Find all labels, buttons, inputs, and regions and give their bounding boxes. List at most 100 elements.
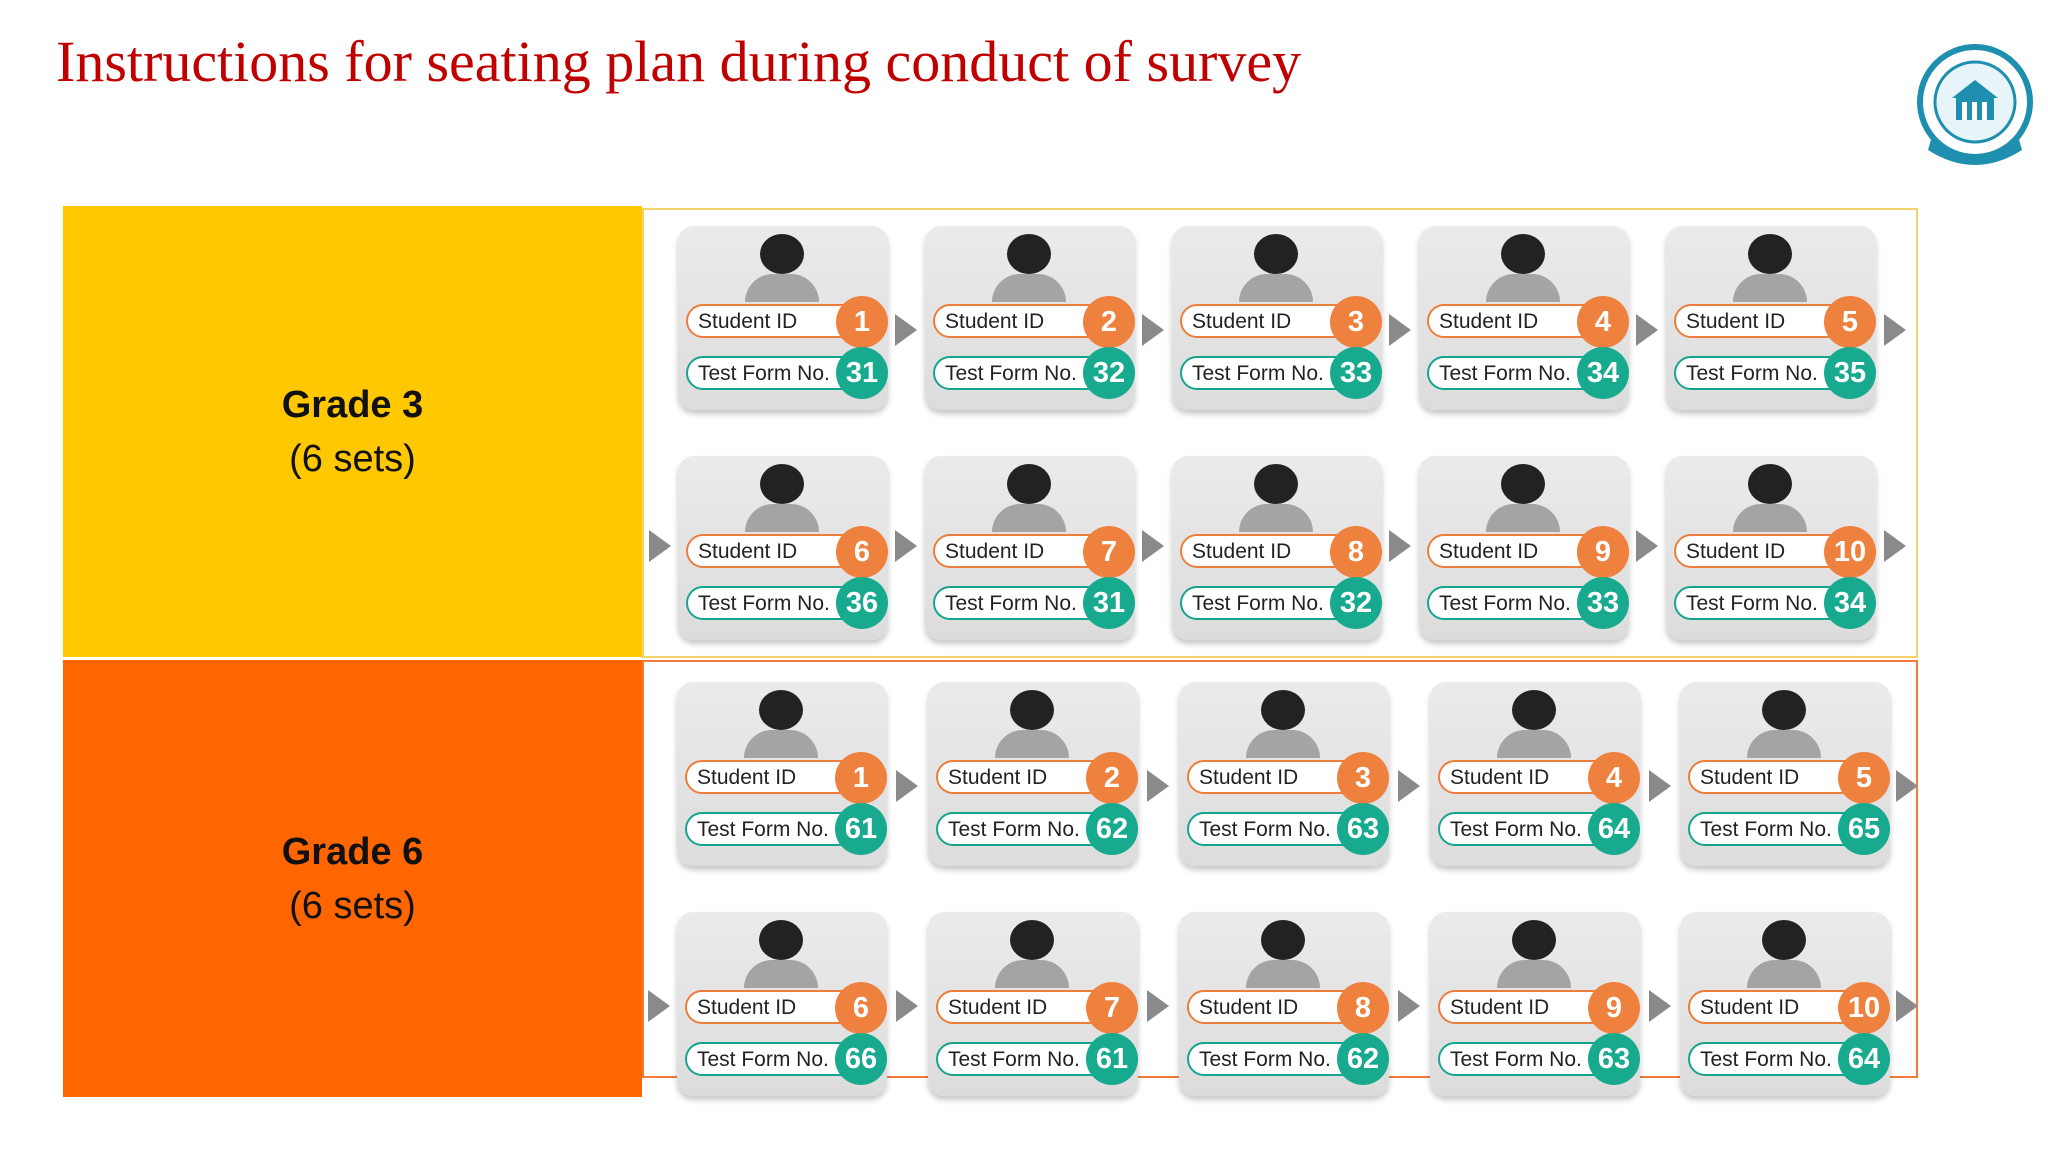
grade-6-label: Grade 6 [281,830,424,873]
test-form-label: Test Form No. [698,362,830,385]
test-form-label: Test Form No. [1439,362,1571,385]
next-arrow-icon [1147,990,1169,1022]
test-form-badge: 63 [1588,1033,1640,1085]
test-form-pill: Test Form No. [685,1042,865,1076]
student-id-badge: 6 [835,982,887,1034]
student-avatar-icon [1246,920,1320,988]
test-form-label: Test Form No. [1192,592,1324,615]
next-arrow-icon [1884,530,1906,562]
student-id-badge: 2 [1086,752,1138,804]
test-form-label: Test Form No. [1199,1048,1331,1071]
student-id-label: Student ID [945,540,1045,563]
student-id-badge: 7 [1083,526,1135,578]
student-id-label: Student ID [1450,996,1550,1019]
test-form-badge: 33 [1330,347,1382,399]
next-arrow-icon [1896,770,1918,802]
next-arrow-icon [1142,314,1164,346]
test-form-label: Test Form No. [945,592,1077,615]
test-form-label: Test Form No. [948,1048,1080,1071]
grade-3-panel: Grade 3 (6 sets) [63,206,642,657]
student-id-label: Student ID [948,766,1048,789]
test-form-label: Test Form No. [1192,362,1324,385]
next-arrow-icon [649,530,671,562]
student-id-label: Student ID [1686,540,1786,563]
test-form-label: Test Form No. [1199,818,1331,841]
student-id-label: Student ID [1450,766,1550,789]
test-form-pill: Test Form No. [1688,1042,1868,1076]
test-form-label: Test Form No. [1686,362,1818,385]
student-id-badge: 4 [1577,296,1629,348]
student-id-badge: 9 [1577,526,1629,578]
next-arrow-icon [1649,990,1671,1022]
next-arrow-icon [1389,314,1411,346]
student-id-badge: 6 [836,526,888,578]
test-form-pill: Test Form No. [1438,1042,1618,1076]
student-id-badge: 3 [1337,752,1389,804]
test-form-label: Test Form No. [697,1048,829,1071]
student-id-badge: 5 [1838,752,1890,804]
student-avatar-icon [995,920,1069,988]
page-title: Instructions for seating plan during con… [56,29,1302,94]
student-avatar-icon [745,464,819,532]
student-id-badge: 3 [1330,296,1382,348]
student-id-label: Student ID [1192,310,1292,333]
student-id-label: Student ID [945,310,1045,333]
student-id-label: Student ID [1700,996,1800,1019]
test-form-label: Test Form No. [945,362,1077,385]
next-arrow-icon [1389,530,1411,562]
student-avatar-icon [1733,234,1807,302]
next-arrow-icon [1884,314,1906,346]
test-form-label: Test Form No. [948,818,1080,841]
test-form-badge: 64 [1588,803,1640,855]
student-avatar-icon [1239,234,1313,302]
student-avatar-icon [1497,690,1571,758]
student-avatar-icon [744,920,818,988]
student-id-badge: 8 [1337,982,1389,1034]
test-form-label: Test Form No. [1686,592,1818,615]
test-form-label: Test Form No. [1439,592,1571,615]
test-form-pill: Test Form No. [936,812,1116,846]
student-id-label: Student ID [948,996,1048,1019]
test-form-badge: 33 [1577,577,1629,629]
student-id-pill: Student ID [1180,534,1360,568]
test-form-badge: 35 [1824,347,1876,399]
student-avatar-icon [1239,464,1313,532]
student-id-label: Student ID [698,540,798,563]
student-avatar-icon [1497,920,1571,988]
test-form-badge: 61 [835,803,887,855]
student-id-pill: Student ID [933,304,1113,338]
student-id-label: Student ID [1199,996,1299,1019]
test-form-badge: 36 [836,577,888,629]
student-avatar-icon [1486,234,1560,302]
grade-6-panel: Grade 6 (6 sets) [63,660,642,1097]
student-id-label: Student ID [1439,310,1539,333]
next-arrow-icon [896,990,918,1022]
student-avatar-icon [992,234,1066,302]
student-id-badge: 1 [835,752,887,804]
student-id-label: Student ID [1686,310,1786,333]
test-form-badge: 32 [1330,577,1382,629]
test-form-badge: 31 [836,347,888,399]
test-form-label: Test Form No. [1450,818,1582,841]
student-avatar-icon [992,464,1066,532]
test-form-pill: Test Form No. [685,812,865,846]
student-id-label: Student ID [697,996,797,1019]
student-id-badge: 4 [1588,752,1640,804]
student-avatar-icon [1486,464,1560,532]
student-avatar-icon [1747,920,1821,988]
student-avatar-icon [1733,464,1807,532]
test-form-pill: Test Form No. [933,356,1113,390]
student-id-badge: 10 [1824,526,1876,578]
